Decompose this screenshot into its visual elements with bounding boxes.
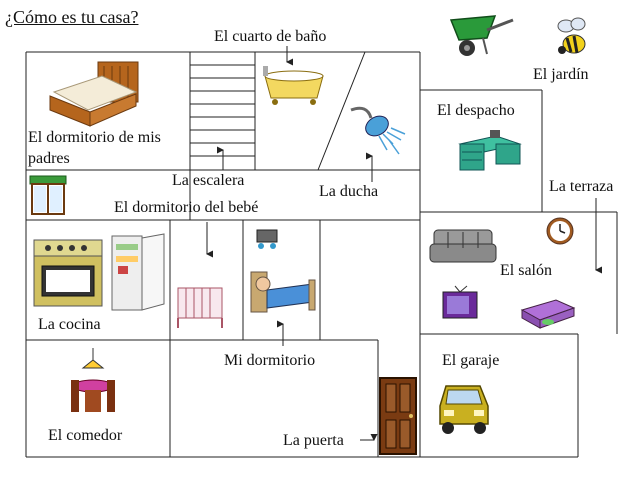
- label-kitchen: La cocina: [38, 316, 101, 333]
- label-shower: La ducha: [319, 183, 379, 200]
- sofa-icon: [429, 229, 497, 263]
- clock-icon: [546, 217, 574, 245]
- label-baby-bedroom: El dormitorio del bebé: [114, 199, 259, 216]
- label-parents-bedroom-2: padres: [28, 150, 70, 167]
- label-bathroom: El cuarto de baño: [214, 28, 327, 45]
- child-bed-icon: [250, 271, 316, 313]
- bee-icon: [557, 17, 586, 54]
- crib-icon: [177, 287, 223, 328]
- label-living-room: El salón: [500, 262, 552, 279]
- label-parents-bedroom-1: El dormitorio de mis: [28, 129, 161, 146]
- label-stairs: La escalera: [172, 172, 245, 189]
- label-office: El despacho: [437, 102, 515, 119]
- label-my-bedroom: Mi dormitorio: [224, 352, 316, 369]
- desk-icon: [458, 130, 522, 171]
- label-dining-room: El comedor: [48, 427, 123, 444]
- wheelbarrow-icon: [449, 15, 514, 56]
- tv-icon: [442, 285, 478, 319]
- wall-bath-diagonal: [317, 51, 366, 171]
- page-title: ¿Cómo es tu casa?: [5, 7, 139, 27]
- shower-head-icon: [350, 106, 406, 155]
- stove-icon: [33, 239, 103, 307]
- fridge-icon: [111, 233, 165, 311]
- label-terrace: La terraza: [549, 178, 614, 195]
- toy-icon: [256, 229, 278, 249]
- bed-icon: [49, 61, 139, 127]
- label-garden: El jardín: [533, 66, 589, 83]
- window-icon: [29, 175, 67, 215]
- front-door-icon: [379, 377, 417, 455]
- dvd-player-icon: [520, 299, 576, 329]
- dining-table-icon: [71, 348, 115, 412]
- bathtub-icon: [263, 66, 324, 105]
- label-garage: El garaje: [442, 352, 500, 369]
- car-icon: [439, 385, 489, 434]
- label-door: La puerta: [283, 432, 344, 449]
